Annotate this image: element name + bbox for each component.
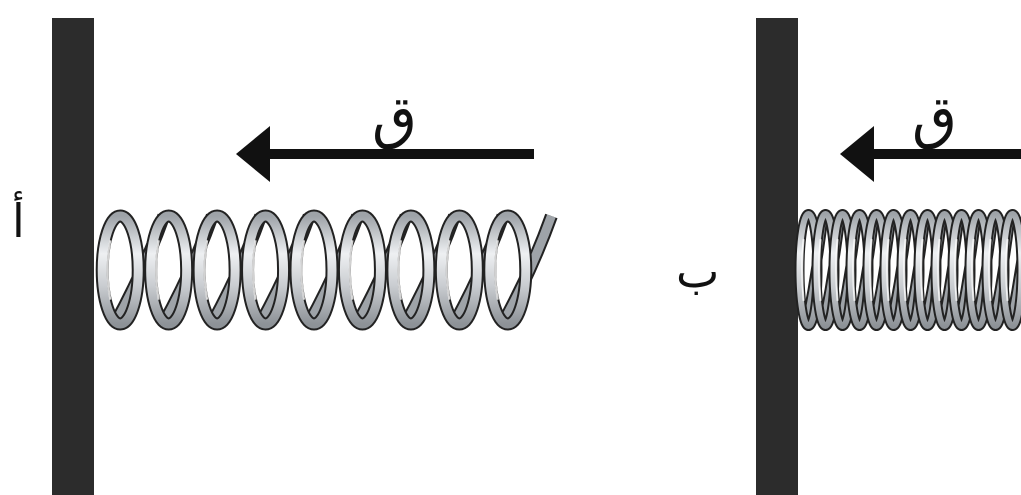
panel-b (756, 18, 1021, 495)
spring-highlight (398, 240, 401, 299)
panel-label-b: ب (676, 248, 719, 294)
spring-highlight (108, 240, 111, 299)
spring-highlight (205, 240, 208, 299)
force-label-b: ق (912, 88, 957, 146)
spring-highlight (301, 240, 304, 299)
spring-highlight (350, 240, 353, 299)
spring-highlight (253, 240, 256, 299)
panel-a (52, 18, 551, 495)
spring-highlight (447, 240, 450, 299)
panel-label-a: أ (12, 198, 25, 244)
force-label-a: ق (372, 88, 417, 146)
spring-a (102, 216, 551, 324)
wall-a (52, 18, 94, 495)
spring-highlight (156, 240, 159, 299)
wall-b (756, 18, 798, 495)
spring-b (800, 214, 1021, 326)
spring-highlight (495, 240, 498, 299)
